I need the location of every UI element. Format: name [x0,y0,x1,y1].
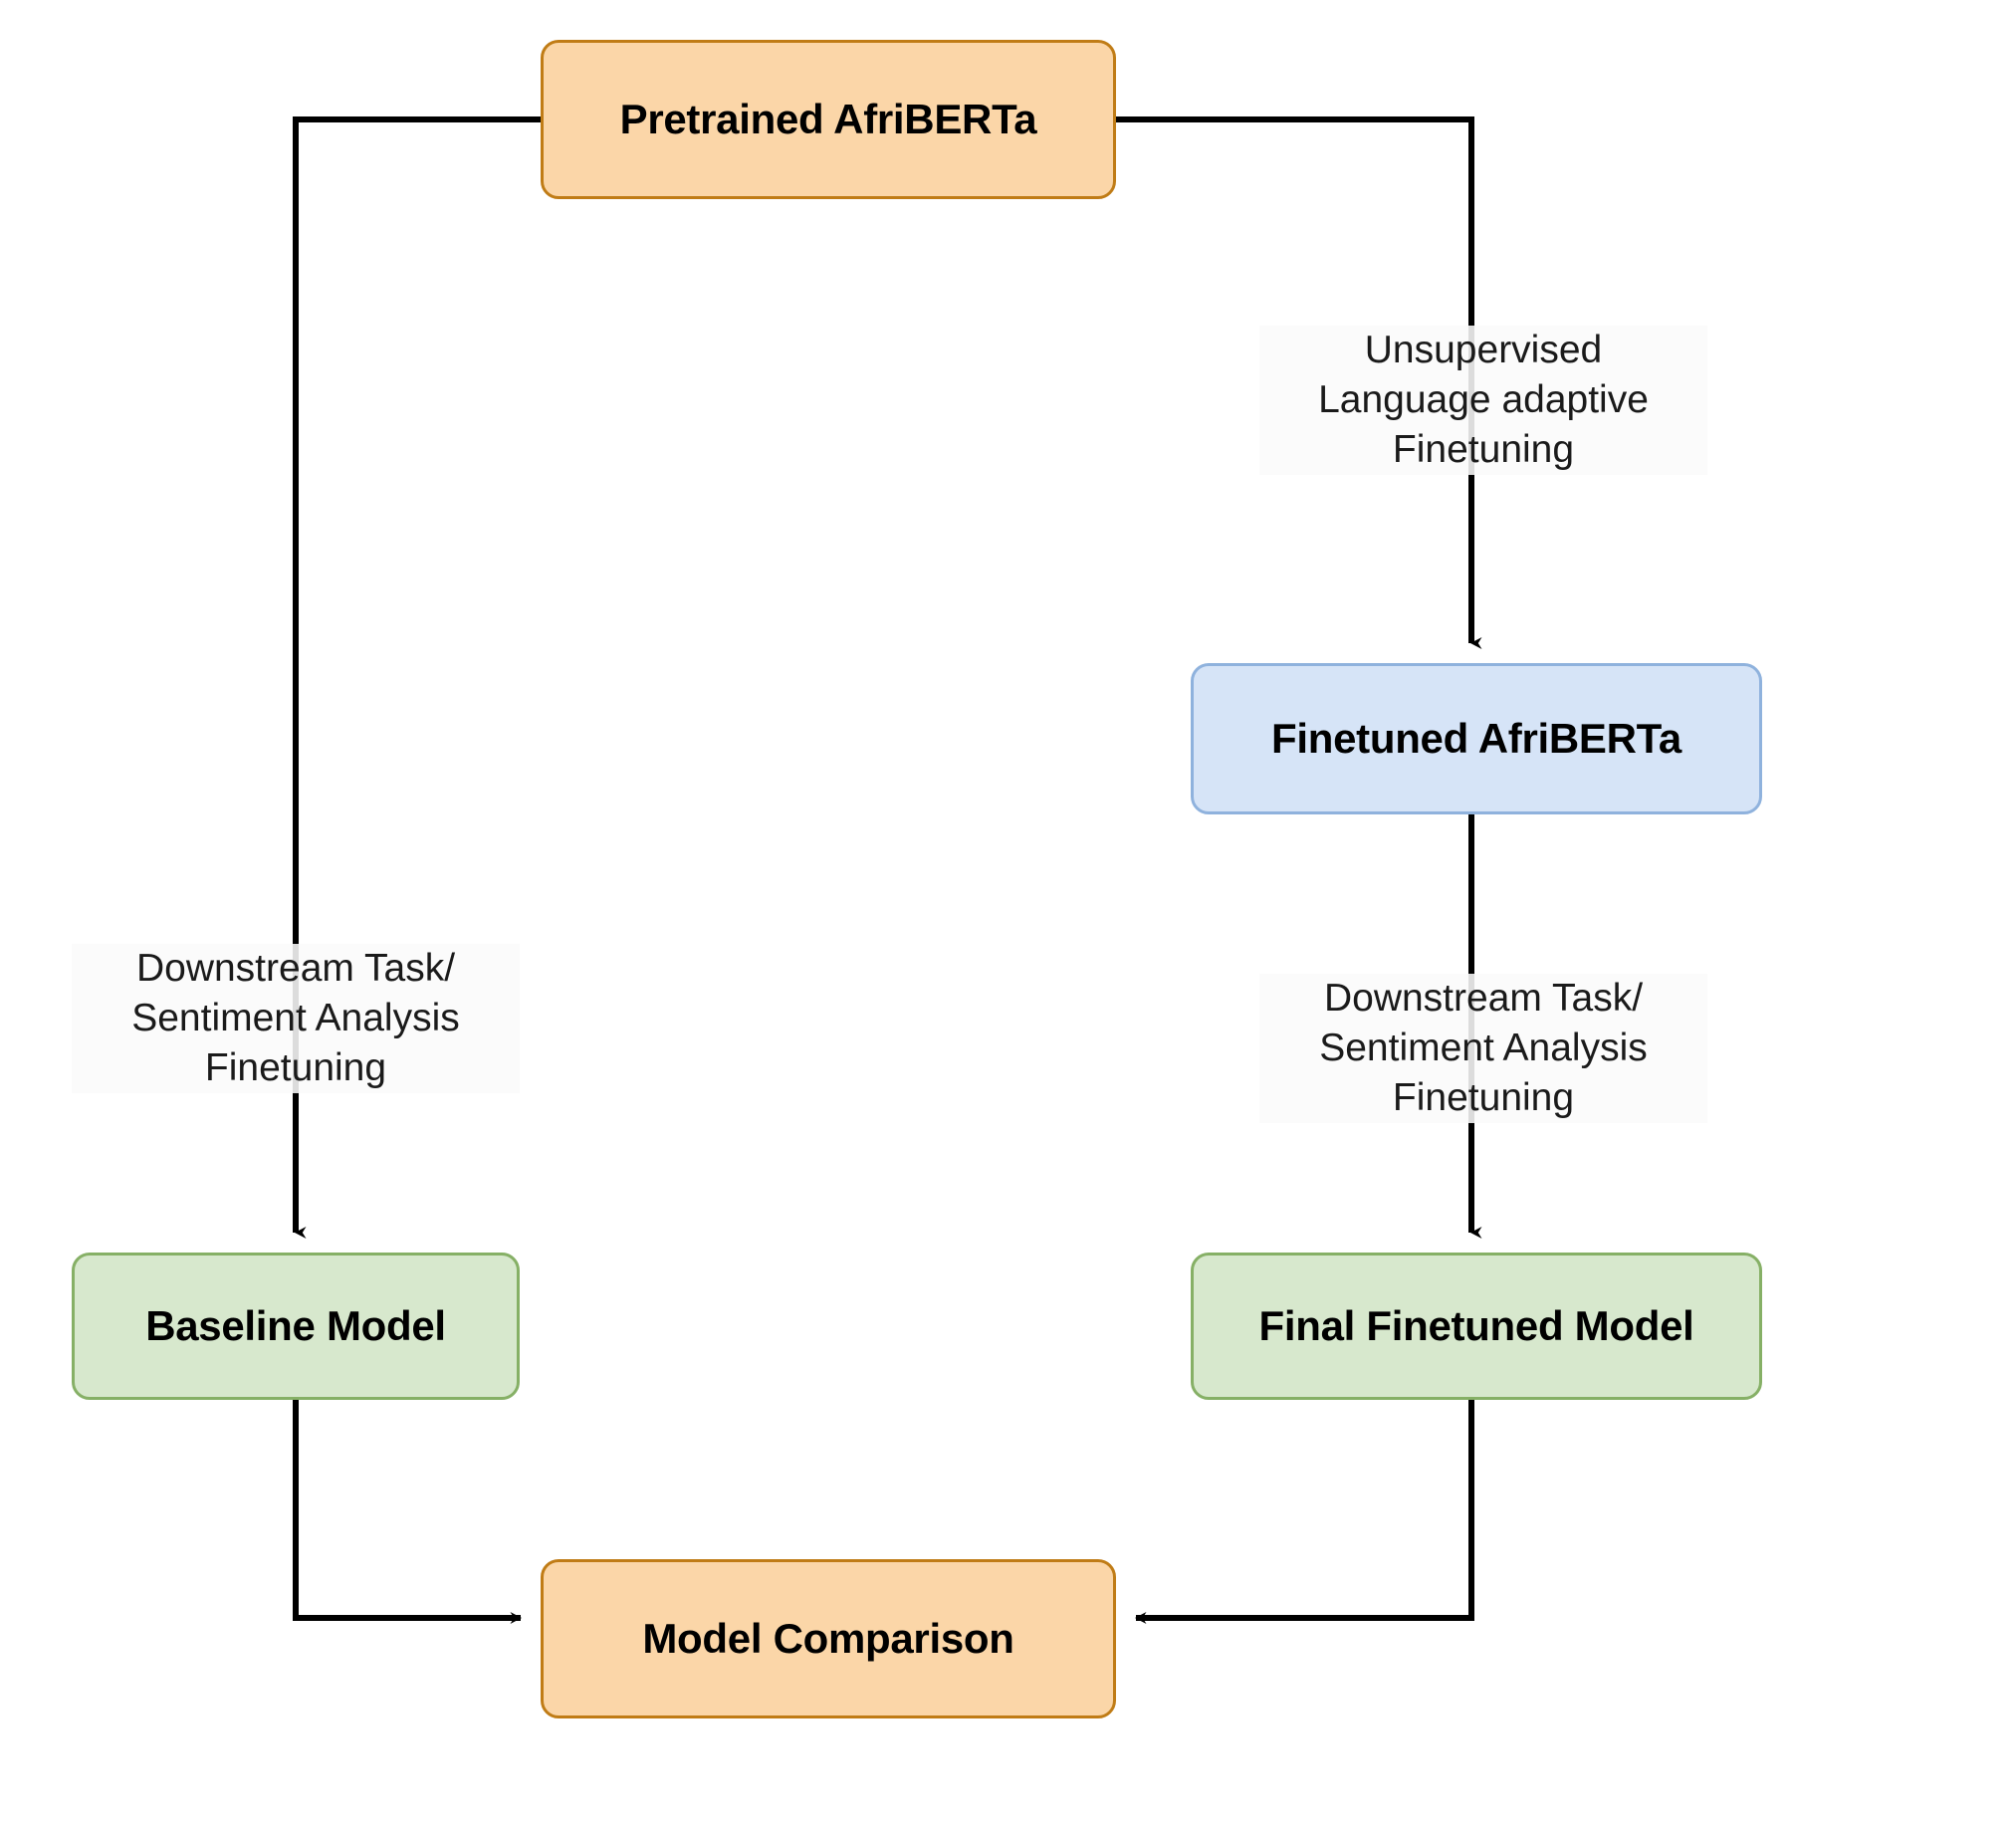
edge-pretrained-to-finetuned [1116,116,1482,649]
edge-pretrained-to-baseline [293,116,541,1239]
edge-final-to-comparison [1135,1400,1474,1624]
edge-baseline-to-comparison [293,1400,522,1624]
node-finetuned-afriberta[interactable]: Finetuned AfriBERTa [1191,663,1762,814]
node-pretrained-afriberta[interactable]: Pretrained AfriBERTa [541,40,1116,199]
node-final-finetuned-model[interactable]: Final Finetuned Model [1191,1253,1762,1400]
node-baseline-model[interactable]: Baseline Model [72,1253,520,1400]
node-model-comparison[interactable]: Model Comparison [541,1559,1116,1718]
